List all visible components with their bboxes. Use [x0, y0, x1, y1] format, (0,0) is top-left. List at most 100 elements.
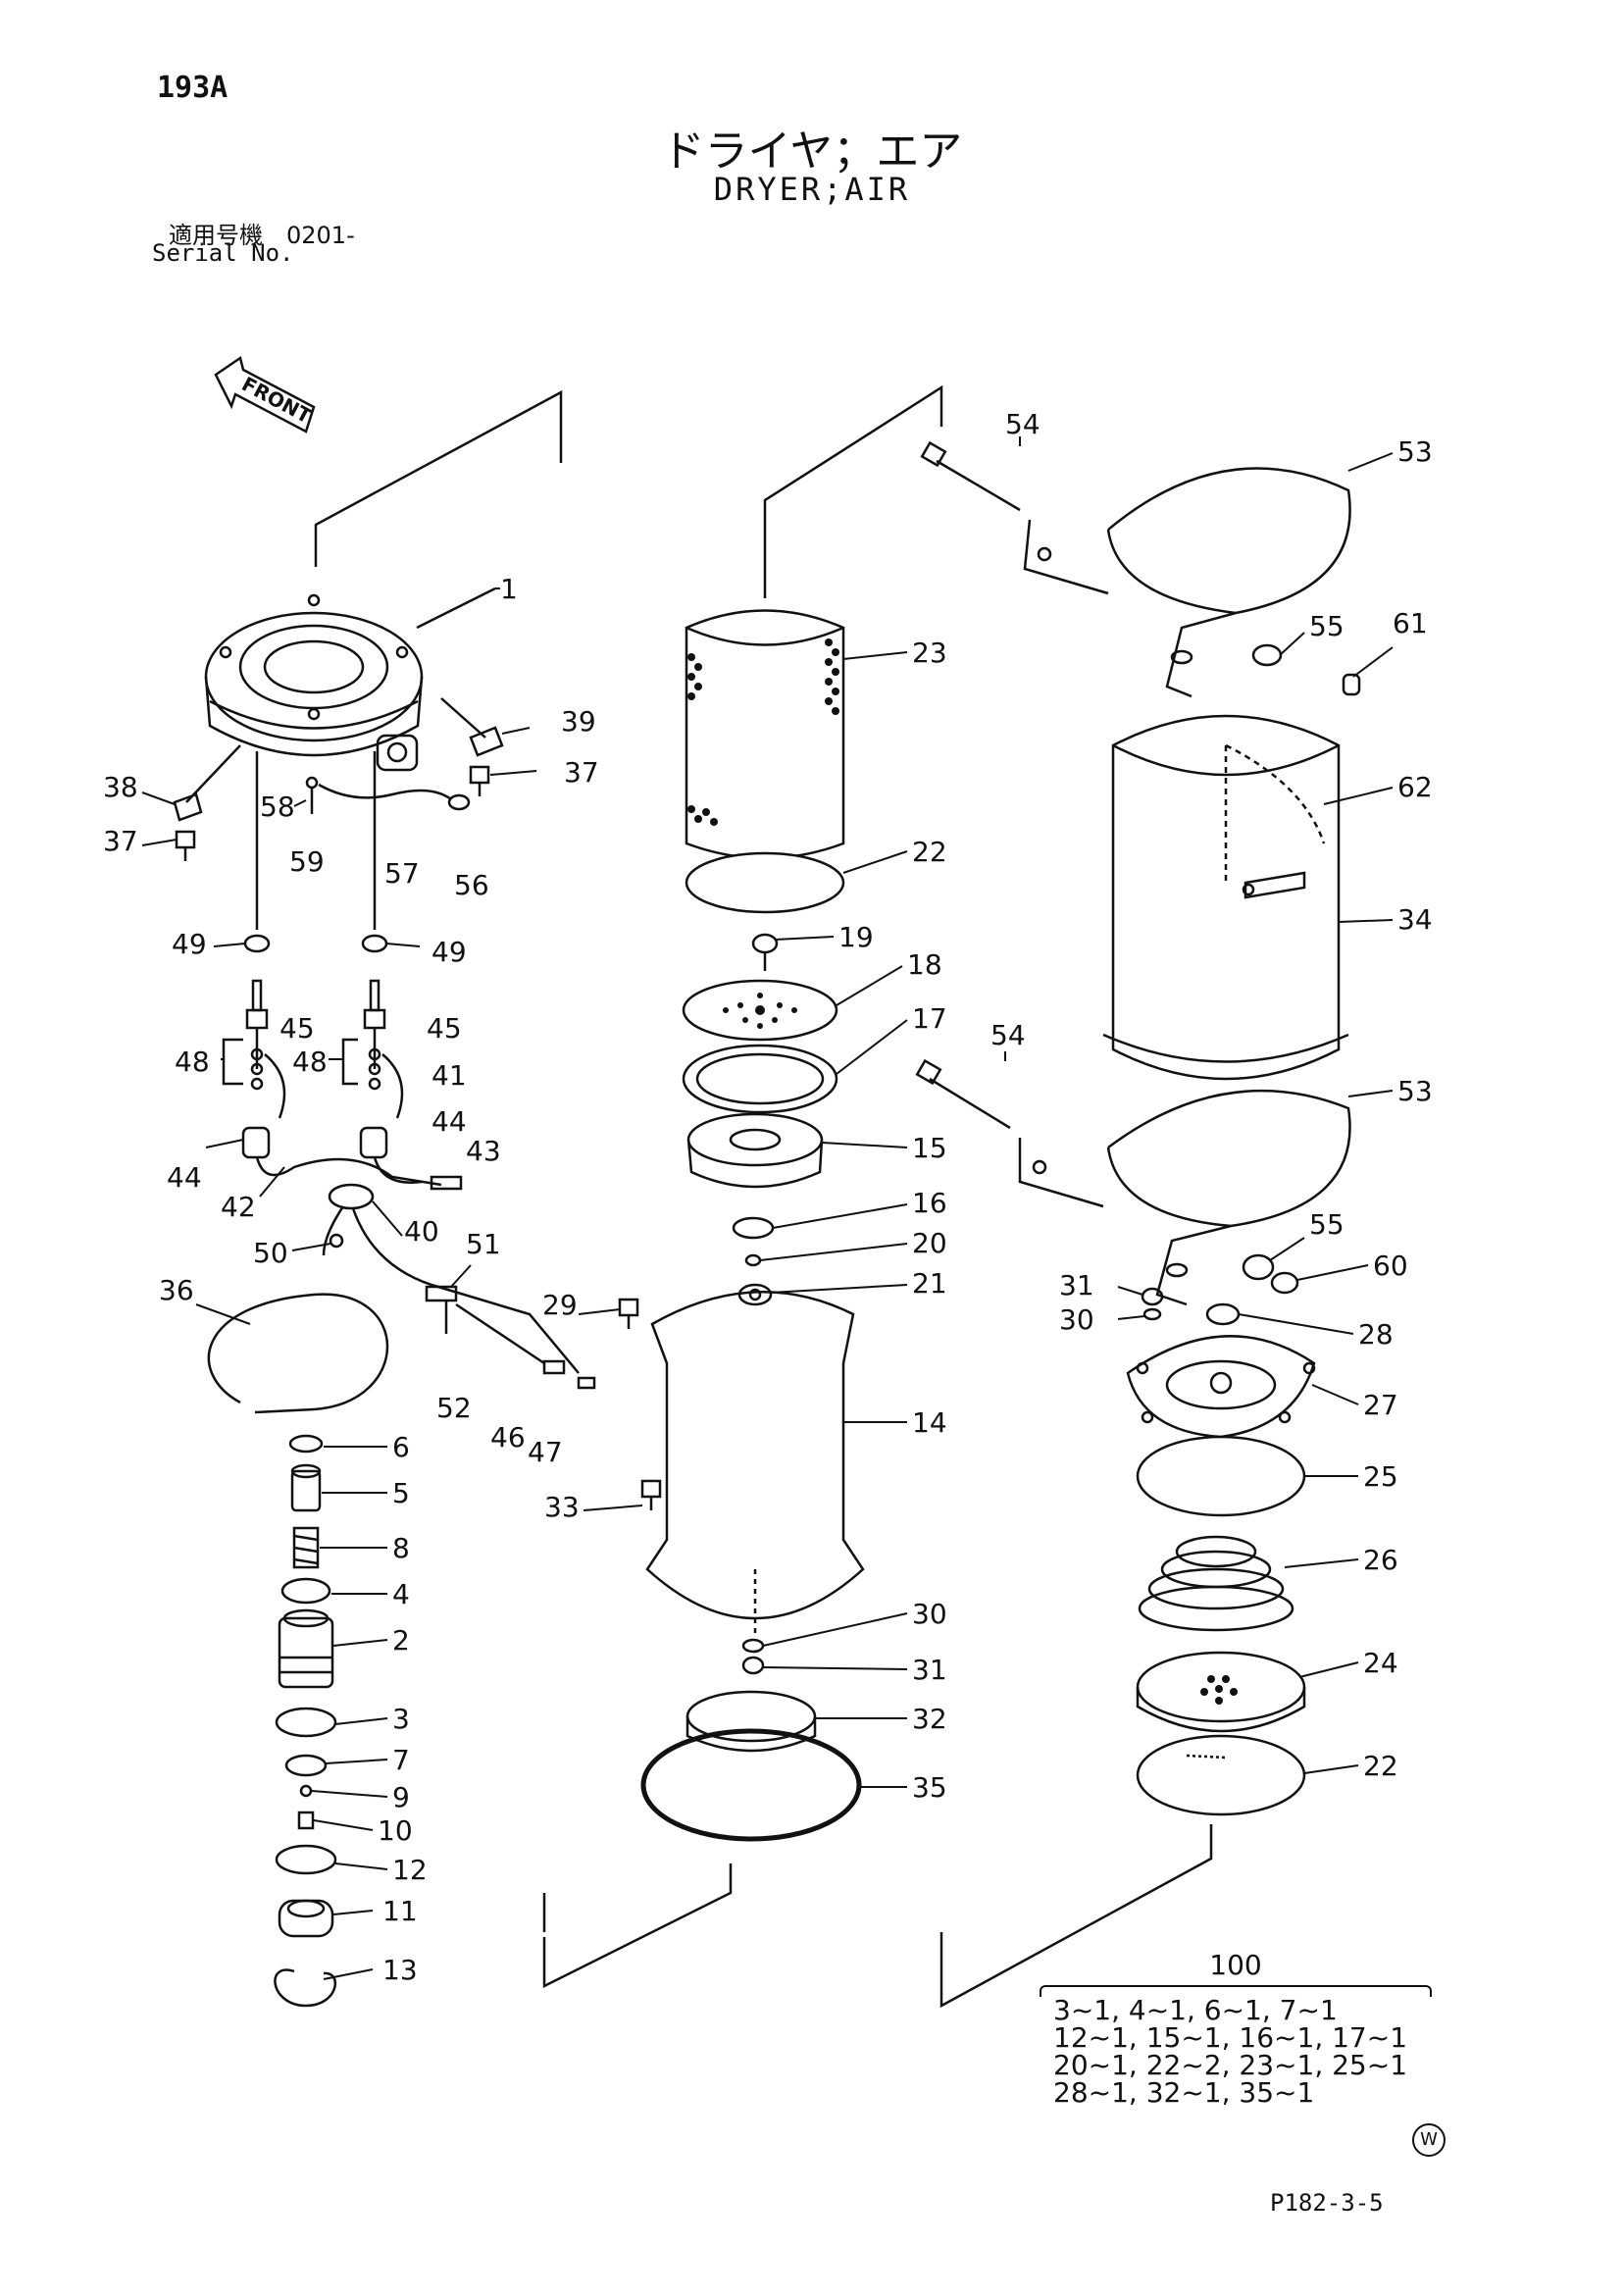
perforated-plate-part [682, 979, 838, 1042]
callout-52: 52 [436, 1392, 472, 1424]
callout-12: 12 [392, 1854, 428, 1886]
callout-55: 55 [1309, 610, 1345, 642]
page-title: DRYER;AIR [713, 171, 911, 208]
seal-ring-part [685, 1690, 817, 1753]
valve-body-part [686, 1112, 824, 1189]
callout-3: 3 [392, 1703, 410, 1735]
kit-brace [1040, 1985, 1432, 1997]
ground-wire-part [305, 776, 471, 814]
callout-5: 5 [392, 1477, 410, 1509]
valve-stack-parts [274, 1434, 337, 2008]
callout-45: 45 [279, 1012, 315, 1045]
callout-49: 49 [172, 928, 207, 960]
callout-34: 34 [1397, 903, 1433, 936]
callout-31: 31 [912, 1654, 947, 1686]
callout-56: 56 [454, 869, 489, 901]
callout-42: 42 [221, 1191, 256, 1223]
callout-19: 19 [838, 921, 874, 953]
callout-30: 30 [912, 1598, 947, 1630]
callout-46: 46 [490, 1421, 526, 1454]
w-mark-icon: W [1412, 2123, 1446, 2157]
callout-13: 13 [382, 1954, 418, 1986]
band-clamp-part [915, 1058, 1351, 1306]
figure-code: P182-3-5 [1270, 2189, 1384, 2217]
callout-28: 28 [1358, 1318, 1394, 1351]
callout-22: 22 [1363, 1750, 1398, 1782]
callout-33: 33 [544, 1491, 580, 1523]
kit-line: 12~1, 15~1, 16~1, 17~1 [1053, 2021, 1408, 2054]
end-cover-part [1126, 1335, 1316, 1439]
kit-line: 3~1, 4~1, 6~1, 7~1 [1053, 1994, 1338, 2026]
callout-49: 49 [431, 936, 467, 968]
callout-24: 24 [1363, 1647, 1398, 1679]
callout-41: 41 [431, 1059, 467, 1092]
callout-60: 60 [1373, 1250, 1408, 1282]
heater-element-part [222, 979, 404, 1119]
serial-label-japanese: 適用号機 0201- [169, 222, 355, 249]
callout-26: 26 [1363, 1544, 1398, 1576]
page-title-japanese: ドライヤ；エア [661, 127, 963, 177]
kit-line: 20~1, 22~2, 23~1, 25~1 [1053, 2049, 1408, 2081]
callout-35: 35 [912, 1771, 947, 1804]
callout-21: 21 [912, 1267, 947, 1300]
kit-label: 100 [1209, 1949, 1262, 1981]
callout-11: 11 [382, 1895, 418, 1927]
callout-9: 9 [392, 1781, 410, 1813]
callout-55: 55 [1309, 1208, 1345, 1241]
callout-39: 39 [561, 705, 596, 738]
screw-part [751, 933, 779, 971]
callout-25: 25 [1363, 1460, 1398, 1493]
callout-62: 62 [1397, 771, 1433, 803]
callout-31: 31 [1059, 1269, 1094, 1301]
callout-1: 1 [500, 573, 518, 605]
kit-line: 28~1, 32~1, 35~1 [1053, 2076, 1315, 2109]
front-arrow-icon: FRONT [214, 355, 316, 434]
callout-50: 50 [253, 1237, 288, 1269]
housing-part [645, 1283, 865, 1620]
callout-16: 16 [912, 1187, 947, 1219]
callout-40: 40 [404, 1215, 439, 1248]
kit-contents: 100 3~1, 4~1, 6~1, 7~1 12~1, 15~1, 16~1,… [1040, 1952, 1432, 2107]
page-code: 193A [157, 71, 228, 105]
callout-6: 6 [392, 1431, 410, 1463]
callout-7: 7 [392, 1744, 410, 1776]
callout-51: 51 [466, 1228, 501, 1260]
callout-8: 8 [392, 1532, 410, 1564]
callout-17: 17 [912, 1002, 947, 1035]
callout-32: 32 [912, 1703, 947, 1735]
callout-27: 27 [1363, 1389, 1398, 1421]
callout-48: 48 [292, 1046, 328, 1078]
air-tank-part [1102, 714, 1349, 1081]
callout-18: 18 [907, 948, 942, 981]
callout-23: 23 [912, 637, 947, 669]
callout-47: 47 [528, 1436, 563, 1468]
callout-54: 54 [1005, 408, 1040, 440]
callout-2: 2 [392, 1624, 410, 1657]
bolt-part [618, 1298, 662, 1510]
switch-part [322, 1183, 596, 1390]
bolt-part [175, 765, 490, 861]
callout-37: 37 [103, 825, 138, 857]
filter-element-part [685, 609, 845, 860]
callout-36: 36 [159, 1274, 194, 1306]
band-clamp-part [920, 440, 1351, 698]
callout-53: 53 [1397, 435, 1433, 468]
callout-14: 14 [912, 1406, 947, 1439]
callout-20: 20 [912, 1227, 947, 1259]
serial-label: Serial No. [152, 239, 294, 267]
callout-44: 44 [431, 1105, 467, 1138]
callout-22: 22 [912, 836, 947, 868]
callout-38: 38 [103, 771, 138, 803]
callout-4: 4 [392, 1578, 410, 1610]
callout-43: 43 [466, 1135, 501, 1167]
callout-37: 37 [564, 756, 599, 789]
callout-15: 15 [912, 1132, 947, 1164]
callout-53: 53 [1397, 1075, 1433, 1107]
clip-part [173, 697, 504, 822]
spring-part [1138, 1535, 1294, 1632]
callout-30: 30 [1059, 1303, 1094, 1336]
callout-10: 10 [378, 1814, 413, 1847]
callout-44: 44 [167, 1161, 202, 1194]
callout-29: 29 [542, 1289, 578, 1321]
